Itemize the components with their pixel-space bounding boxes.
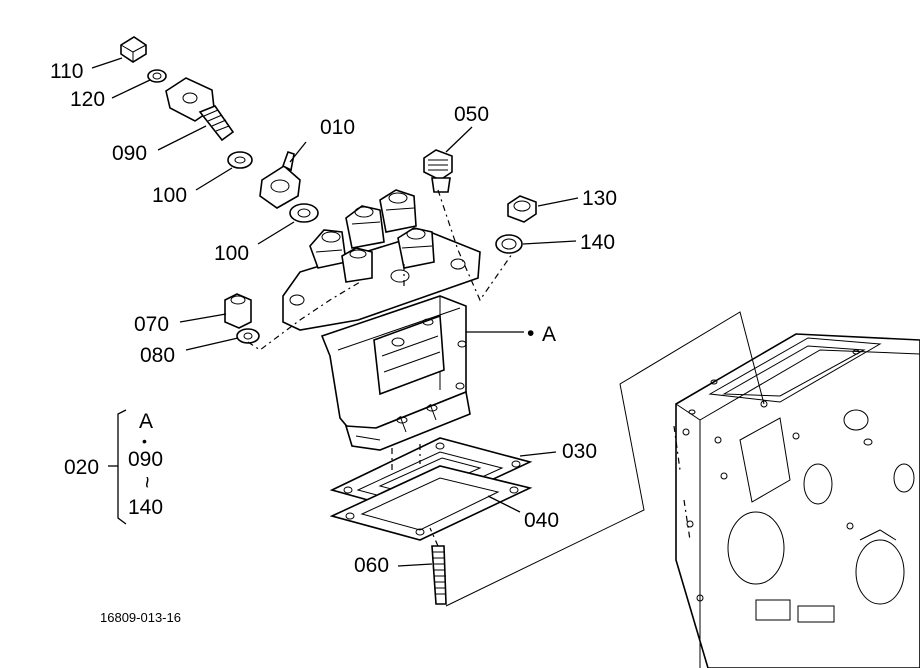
fitting-010 — [259, 150, 301, 209]
reference-dot: • — [527, 322, 534, 345]
part-label-140: 140 — [580, 231, 615, 254]
part-label-010: 010 — [320, 116, 355, 139]
group-number-020: 020 — [64, 456, 99, 479]
part-label-090: 090 — [112, 142, 147, 165]
part-label-040: 040 — [524, 509, 559, 532]
washer-120 — [147, 69, 167, 83]
washer-080 — [236, 328, 260, 344]
part-label-120: 120 — [70, 88, 105, 111]
washer-100-lower — [289, 203, 319, 223]
plug-130 — [507, 195, 537, 223]
washer-100-upper — [227, 151, 253, 169]
washer-140 — [495, 234, 523, 254]
figure-code: 16809-013-16 — [100, 610, 181, 625]
group-line-090: 090 — [128, 448, 163, 471]
engine-block — [675, 333, 920, 668]
part-label-030: 030 — [562, 440, 597, 463]
part-label-050: 050 — [454, 103, 489, 126]
group-bracket — [108, 409, 127, 525]
eye-bolt-090 — [165, 77, 235, 142]
group-line-140: 140 — [128, 496, 163, 519]
group-dot: • — [142, 433, 147, 449]
part-label-110: 110 — [50, 60, 83, 83]
part-label-060: 060 — [354, 554, 389, 577]
assembly-lines — [247, 189, 765, 607]
group-tilde: ~ — [135, 476, 158, 488]
group-line-a: A — [139, 410, 153, 433]
leader-lines — [91, 57, 579, 567]
gasket-040 — [329, 465, 533, 541]
part-label-100-upper: 100 — [152, 184, 187, 207]
reference-label-a: A — [542, 323, 556, 346]
part-label-130: 130 — [582, 187, 617, 210]
part-label-080: 080 — [140, 344, 175, 367]
part-label-070: 070 — [134, 313, 169, 336]
part-label-100-lower: 100 — [214, 242, 249, 265]
stud-060 — [431, 545, 447, 605]
injection-pump-body — [282, 189, 481, 451]
nut-070 — [224, 293, 252, 329]
valve-holder-050 — [423, 149, 453, 193]
bolt-110 — [120, 36, 147, 63]
